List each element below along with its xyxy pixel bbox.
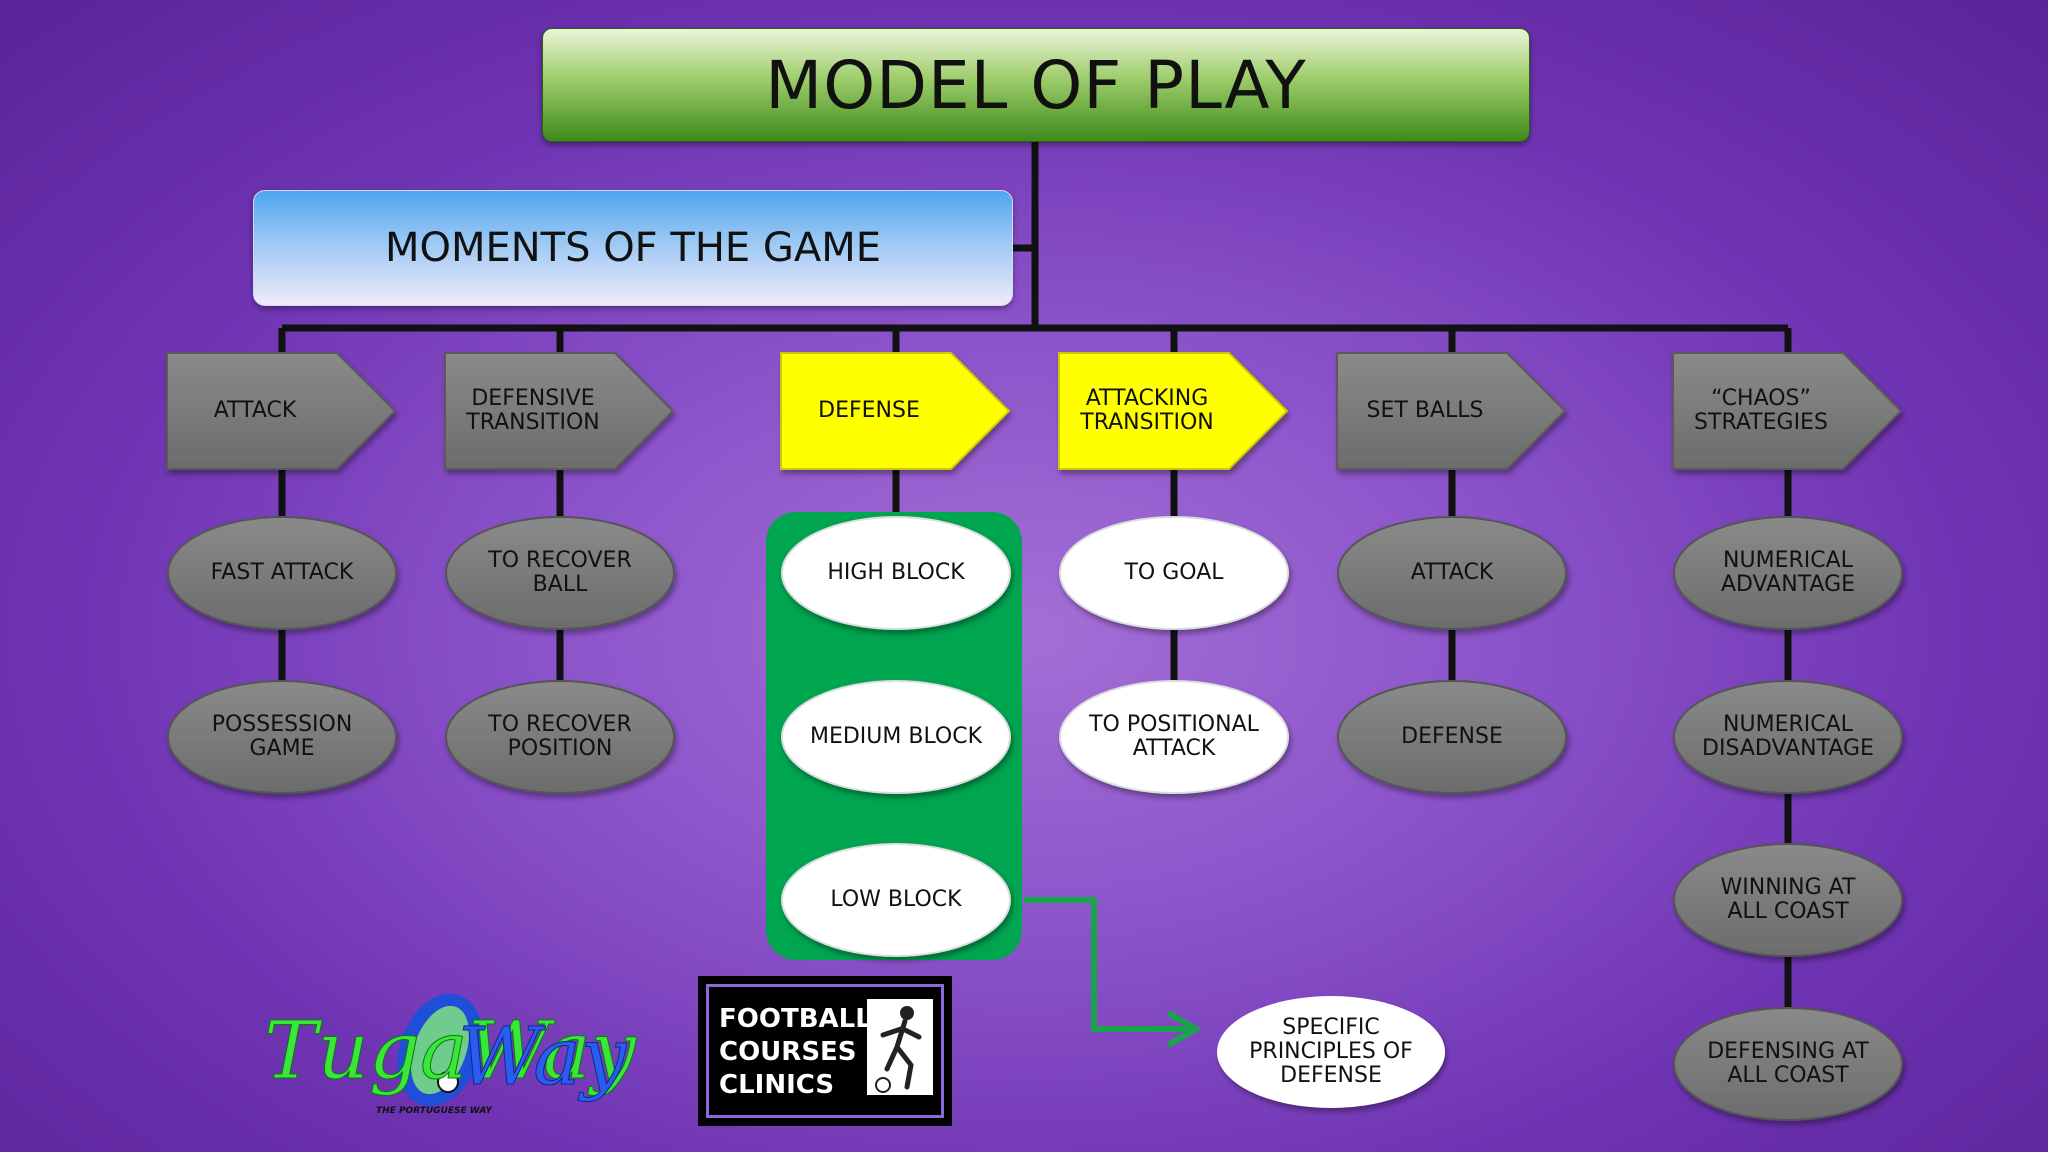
child-node-attack: [1337, 516, 1567, 630]
child-node-low-block: [781, 843, 1011, 957]
football-player-icon: [867, 999, 933, 1095]
low-block-callout-arrow: [1024, 897, 1188, 1032]
badge-text: FOOTBALL COURSES & CLINICS: [719, 1004, 889, 1100]
child-label-high-block: HIGH BLOCK: [827, 560, 965, 585]
child-node-high-block: [781, 516, 1011, 630]
child-node-winning-at-all-coast: [1673, 843, 1903, 957]
child-node-defensing-at-all-coast: [1673, 1007, 1903, 1121]
moment-node-defensive-transition: [444, 352, 675, 470]
child-node-numerical-advantage: [1673, 516, 1903, 630]
child-node-to-positional-attack: [1059, 680, 1289, 794]
child-label-to-recover-ball: TO RECOVER BALL: [488, 548, 632, 597]
child-label-low-block: LOW BLOCK: [830, 887, 962, 912]
child-label-defense: DEFENSE: [1401, 724, 1503, 749]
child-label-attack: ATTACK: [1410, 560, 1494, 585]
callout-specific-principles-label: SPECIFIC PRINCIPLES OF DEFENSE: [1249, 1015, 1413, 1088]
child-node-fast-attack: [167, 516, 397, 630]
child-node-to-recover-position: [445, 680, 675, 794]
callout-arrowhead: [1166, 1010, 1203, 1048]
svg-text:Way: Way: [458, 1010, 628, 1103]
child-label-to-goal: TO GOAL: [1124, 560, 1224, 585]
moment-label-attack: ATTACK: [213, 398, 297, 423]
child-label-winning-at-all-coast: WINNING AT ALL COAST: [1720, 875, 1856, 924]
child-label-to-recover-position: TO RECOVER POSITION: [488, 712, 632, 761]
child-node-defense: [1337, 680, 1567, 794]
child-label-numerical-disadvantage: NUMERICAL DISADVANTAGE: [1702, 712, 1874, 761]
child-node-to-goal: [1059, 516, 1289, 630]
subtitle-moments-of-the-game: MOMENTS OF THE GAME: [253, 190, 1013, 306]
child-node-to-recover-ball: [445, 516, 675, 630]
child-label-medium-block: MEDIUM BLOCK: [809, 724, 983, 749]
moment-node-chaos-strategies: [1672, 352, 1903, 470]
child-label-possession-game: POSSESSION GAME: [211, 712, 353, 761]
logo-tagline: THE PORTUGUESE WAY: [376, 1106, 493, 1116]
child-node-medium-block: [781, 680, 1011, 794]
child-node-numerical-disadvantage: [1673, 680, 1903, 794]
child-label-to-positional-attack: TO POSITIONAL ATTACK: [1089, 712, 1259, 761]
logo-text: TugaWay: [264, 1004, 638, 1097]
moment-label-set-balls: SET BALLS: [1366, 398, 1484, 423]
child-label-defensing-at-all-coast: DEFENSING AT ALL COAST: [1707, 1039, 1869, 1088]
moment-label-defensive-transition: DEFENSIVE TRANSITION: [466, 386, 600, 435]
child-label-fast-attack: FAST ATTACK: [210, 560, 354, 585]
tugaway-logo: TugaWay Way THE PORTUGUESE WAY: [264, 993, 638, 1116]
child-label-numerical-advantage: NUMERICAL ADVANTAGE: [1720, 548, 1856, 597]
moment-node-defense: [780, 352, 1011, 470]
moment-label-attacking-transition: ATTACKING TRANSITION: [1080, 386, 1214, 435]
moment-node-set-balls: [1336, 352, 1567, 470]
moment-label-defense: DEFENSE: [818, 398, 920, 423]
moment-label-chaos-strategies: “CHAOS” STRATEGIES: [1694, 386, 1828, 435]
moment-node-attack: [166, 352, 397, 470]
title-model-of-play: MODEL OF PLAY: [542, 28, 1530, 142]
moment-node-attacking-transition: [1058, 352, 1289, 470]
child-node-possession-game: [167, 680, 397, 794]
football-courses-clinics-badge: FOOTBALL COURSES & CLINICS: [698, 976, 952, 1126]
callout-specific-principles-node: [1217, 996, 1445, 1108]
